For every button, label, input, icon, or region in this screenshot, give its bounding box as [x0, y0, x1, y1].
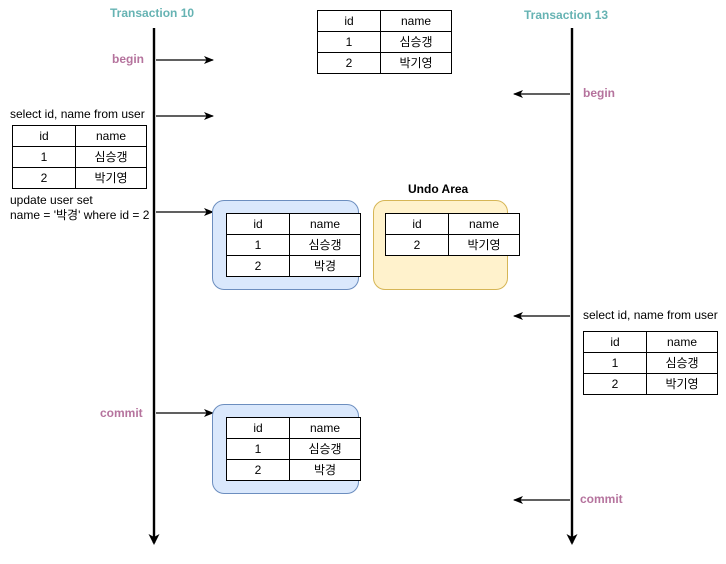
- cell-id: 2: [226, 459, 290, 481]
- label-right-begin: begin: [583, 86, 615, 100]
- table-right-select-result: id name 1 심승갱 2 박기영: [583, 331, 718, 395]
- table-row: 2 박기영: [317, 52, 452, 74]
- lifeline-title-left: Transaction 10: [110, 6, 195, 20]
- column-header-id: id: [317, 10, 381, 32]
- column-header-name: name: [448, 213, 520, 235]
- cell-name: 심승갱: [646, 352, 718, 374]
- table-header-row: id name: [12, 125, 147, 147]
- table-undo-holder: id name 2 박기영: [385, 213, 520, 256]
- column-header-id: id: [385, 213, 449, 235]
- table-right-select-result-holder: id name 1 심승갱 2 박기영: [583, 331, 718, 395]
- cell-id: 2: [226, 255, 290, 277]
- table-after-commit-body: id name 1 심승갱 2 박경: [226, 417, 361, 481]
- table-row: 1 심승갱: [583, 352, 718, 374]
- table-header-row: id name: [385, 213, 520, 235]
- lifeline-title-right: Transaction 13: [524, 8, 609, 22]
- cell-name: 박경: [289, 255, 361, 277]
- table-row: 2 박기영: [12, 167, 147, 189]
- table-row: 2 박기영: [385, 234, 520, 256]
- cell-id: 1: [12, 146, 76, 168]
- table-initial-holder: id name 1 심승갱 2 박기영: [317, 10, 452, 74]
- label-left-commit: commit: [100, 406, 143, 420]
- cell-id: 1: [317, 31, 381, 53]
- table-left-select-result: id name 1 심승갱 2 박기영: [12, 125, 147, 189]
- undo-area-title: Undo Area: [408, 182, 469, 196]
- statement-right-select: select id, name from user: [583, 308, 718, 322]
- cell-id: 1: [226, 234, 290, 256]
- cell-name: 심승갱: [289, 234, 361, 256]
- column-header-id: id: [583, 331, 647, 353]
- table-undo-body: id name 2 박기영: [385, 213, 520, 256]
- table-header-row: id name: [226, 213, 361, 235]
- column-header-name: name: [75, 125, 147, 147]
- column-header-name: name: [380, 10, 452, 32]
- table-after-commit-holder: id name 1 심승갱 2 박경: [226, 417, 361, 481]
- cell-id: 1: [583, 352, 647, 374]
- table-after-commit: id name 1 심승갱 2 박경: [226, 417, 361, 481]
- cell-name: 박기영: [380, 52, 452, 74]
- cell-name: 박기영: [448, 234, 520, 256]
- cell-id: 2: [317, 52, 381, 74]
- table-initial: id name 1 심승갱 2 박기영: [317, 10, 452, 74]
- cell-name: 심승갱: [75, 146, 147, 168]
- table-row: 2 박기영: [583, 373, 718, 395]
- table-row: 1 심승갱: [317, 31, 452, 53]
- table-row: 2 박경: [226, 255, 361, 277]
- statement-left-select: select id, name from user: [10, 107, 145, 121]
- table-row: 1 심승갱: [12, 146, 147, 168]
- table-after-update-body: id name 1 심승갱 2 박경: [226, 213, 361, 277]
- cell-name: 박기영: [75, 167, 147, 189]
- column-header-name: name: [646, 331, 718, 353]
- column-header-id: id: [226, 417, 290, 439]
- table-left-select-result-holder: id name 1 심승갱 2 박기영: [12, 125, 147, 189]
- cell-id: 1: [226, 438, 290, 460]
- table-after-update-holder: id name 1 심승갱 2 박경: [226, 213, 361, 277]
- table-header-row: id name: [317, 10, 452, 32]
- table-right-select-result-body: id name 1 심승갱 2 박기영: [583, 331, 718, 395]
- table-row: 1 심승갱: [226, 438, 361, 460]
- table-initial-body: id name 1 심승갱 2 박기영: [317, 10, 452, 74]
- table-row: 1 심승갱: [226, 234, 361, 256]
- statement-left-update-line2: name = '박경' where id = 2: [10, 208, 150, 222]
- column-header-name: name: [289, 417, 361, 439]
- column-header-id: id: [12, 125, 76, 147]
- cell-id: 2: [583, 373, 647, 395]
- table-header-row: id name: [226, 417, 361, 439]
- table-left-select-result-body: id name 1 심승갱 2 박기영: [12, 125, 147, 189]
- table-header-row: id name: [583, 331, 718, 353]
- cell-id: 2: [385, 234, 449, 256]
- table-after-update: id name 1 심승갱 2 박경: [226, 213, 361, 277]
- statement-left-update-line1: update user set: [10, 193, 93, 207]
- label-right-commit: commit: [580, 492, 623, 506]
- cell-id: 2: [12, 167, 76, 189]
- cell-name: 심승갱: [289, 438, 361, 460]
- column-header-id: id: [226, 213, 290, 235]
- label-left-begin: begin: [112, 52, 144, 66]
- cell-name: 심승갱: [380, 31, 452, 53]
- column-header-name: name: [289, 213, 361, 235]
- cell-name: 박기영: [646, 373, 718, 395]
- cell-name: 박경: [289, 459, 361, 481]
- table-undo: id name 2 박기영: [385, 213, 520, 256]
- table-row: 2 박경: [226, 459, 361, 481]
